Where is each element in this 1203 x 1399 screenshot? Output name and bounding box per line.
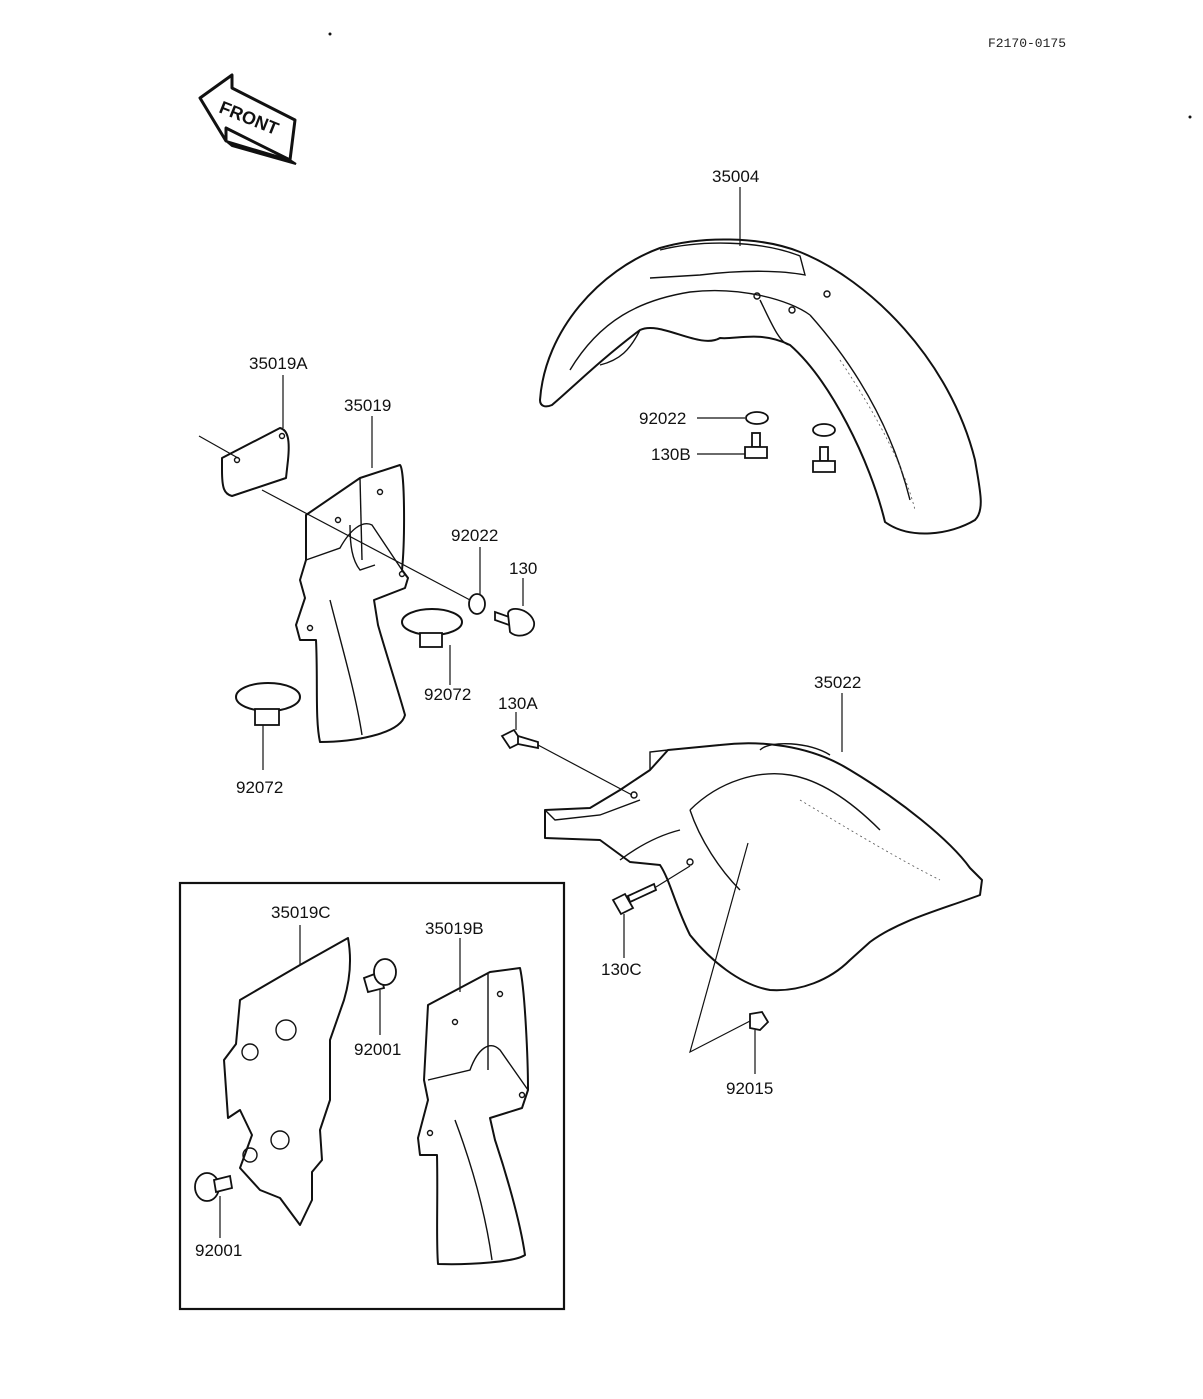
washer-92022-front	[745, 411, 769, 425]
label-130A: 130A	[498, 694, 538, 713]
label-35019: 35019	[344, 396, 391, 415]
label-35004: 35004	[712, 167, 759, 186]
label-35019B: 35019B	[425, 919, 484, 938]
speck	[1188, 115, 1192, 119]
washer-92022-front-b	[812, 423, 836, 437]
label-35022: 35022	[814, 673, 861, 692]
speck	[328, 32, 332, 36]
label-92001-lower: 92001	[195, 1241, 242, 1260]
option-parts-box	[178, 881, 566, 1311]
label-35019A: 35019A	[249, 354, 308, 373]
assembly-line	[261, 489, 471, 601]
clamp-92072-lower	[235, 682, 301, 726]
bolt-130B-b	[812, 446, 836, 473]
front-fender-35004	[539, 238, 982, 535]
label-130C: 130C	[601, 960, 642, 979]
bolt-130	[494, 607, 535, 637]
label-130: 130	[509, 559, 537, 578]
guard-35019	[295, 464, 409, 743]
guard-35019C	[223, 937, 352, 1226]
assembly-line-92015	[689, 842, 753, 1054]
label-92072-upper: 92072	[424, 685, 471, 704]
label-92001-upper: 92001	[354, 1040, 401, 1059]
nut-92015	[749, 1011, 770, 1031]
label-35019C: 35019C	[271, 903, 331, 922]
label-92072-lower: 92072	[236, 778, 283, 797]
guard-35019B	[417, 967, 529, 1266]
label-130B: 130B	[651, 445, 691, 464]
washer-92022-guard	[468, 593, 486, 615]
label-92015: 92015	[726, 1079, 773, 1098]
rear-fender-35022	[544, 742, 983, 992]
assembly-line-130C	[655, 865, 691, 888]
clamp-92072-upper	[401, 608, 463, 648]
drawing-code: F2170-0175	[988, 36, 1066, 51]
screw-92001-lower	[194, 1172, 234, 1202]
label-92022-front: 92022	[639, 409, 686, 428]
bolt-130C	[611, 882, 658, 916]
bolt-130A	[500, 728, 539, 750]
assembly-line-130A	[537, 744, 633, 796]
leader-35019A-in	[198, 435, 239, 459]
screw-92001-upper	[362, 958, 397, 994]
plate-35019A	[221, 427, 290, 497]
front-arrow-icon: FRONT	[198, 73, 297, 165]
bolt-130B	[744, 432, 768, 459]
label-92022-guard: 92022	[451, 526, 498, 545]
